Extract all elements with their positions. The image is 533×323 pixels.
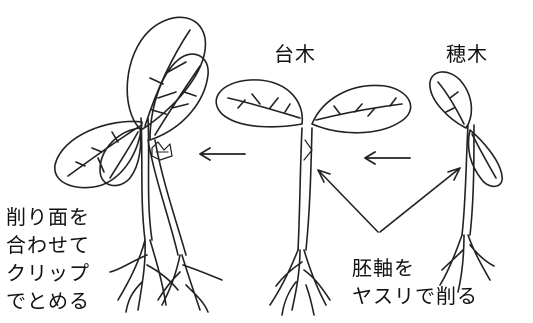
label-scion: 穂木: [446, 42, 488, 66]
arrow-left-2: [364, 151, 411, 165]
clip-note-line: 合わせて: [6, 233, 90, 257]
hypocotyl-note-line: 胚軸を: [352, 256, 415, 280]
clip-mark: [151, 141, 173, 161]
grafted-seedling-drawing: [54, 16, 223, 313]
label-rootstock: 台木: [274, 42, 316, 66]
pointer-lines: [317, 167, 461, 233]
lower-leaf: [54, 120, 143, 189]
scion-upper-cotyledon: [429, 71, 473, 129]
lower-leaf-2: [99, 127, 142, 187]
clip-note-line: 削り面を: [6, 205, 90, 229]
scion-drawing: [429, 71, 503, 293]
hypocotyl-note: 胚軸を ヤスリで削る: [352, 254, 478, 310]
clip-note-line: クリップ: [6, 261, 90, 285]
scion-lower-cotyledon: [467, 129, 503, 188]
hypocotyl-note-line: ヤスリで削る: [352, 284, 478, 308]
clip-note-line: でとめる: [6, 289, 90, 313]
rootstock-drawing: [215, 79, 412, 316]
clip-note: 削り面を 合わせて クリップ でとめる: [6, 203, 90, 315]
rootstock-left-cotyledon: [215, 79, 304, 128]
rootstock-right-cotyledon: [311, 84, 412, 134]
arrow-left: [199, 147, 246, 161]
upper-leaf: [126, 16, 207, 131]
middle-leaf: [149, 53, 209, 141]
